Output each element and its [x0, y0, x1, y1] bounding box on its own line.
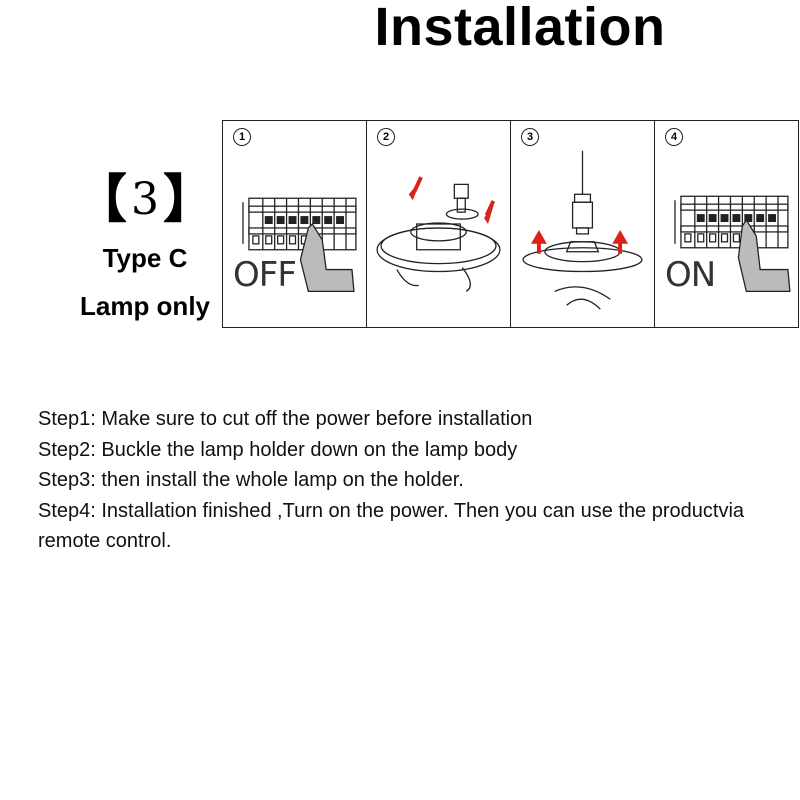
panel-step-1: 1	[223, 121, 367, 327]
step-text-4: Step4: Installation finished ,Turn on th…	[38, 499, 745, 553]
panel-step-2: 2	[367, 121, 511, 327]
step-number-1: 1	[233, 128, 251, 146]
bracket-left: 【	[74, 169, 127, 230]
instruction-steps: Step1: Make sure to cut off the power be…	[38, 404, 793, 557]
panel-step-3: 3	[511, 121, 655, 327]
panel-step-4: 4	[655, 121, 798, 327]
variant-number-value: 3	[131, 174, 159, 225]
step-number-2: 2	[377, 128, 395, 146]
step-text-3: Step3: then install the whole lamp on th…	[38, 469, 464, 491]
off-label: OFF	[233, 255, 297, 295]
page-title: Installation	[374, 0, 666, 57]
type-label: Type C	[102, 243, 188, 273]
lamp-install-illustration	[522, 150, 643, 310]
on-label: ON	[665, 255, 716, 295]
step-number-4: 4	[665, 128, 683, 146]
step-number-3: 3	[521, 128, 539, 146]
step-text-2: Step2: Buckle the lamp holder down on th…	[38, 438, 518, 461]
breaker-off-illustration	[242, 197, 357, 292]
lamp-label: Lamp only	[79, 291, 210, 321]
variant-block: 【 3 】 Type C Lamp only	[60, 170, 230, 322]
variant-number: 【 3 】	[60, 170, 230, 230]
breaker-on-illustration	[674, 195, 791, 292]
step-text-1: Step1: Make sure to cut off the power be…	[38, 408, 533, 430]
holder-buckle-illustration	[376, 176, 501, 292]
bracket-right: 】	[163, 169, 216, 230]
installation-panels: 1	[222, 120, 799, 328]
